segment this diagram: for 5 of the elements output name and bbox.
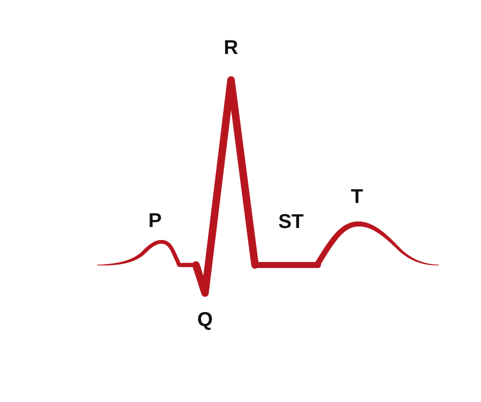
wave-label: ST <box>278 211 304 233</box>
wave-label: R <box>224 37 238 59</box>
wave-label: T <box>350 186 364 208</box>
wave-label: Q <box>197 309 213 331</box>
wave-label: P <box>148 210 162 232</box>
